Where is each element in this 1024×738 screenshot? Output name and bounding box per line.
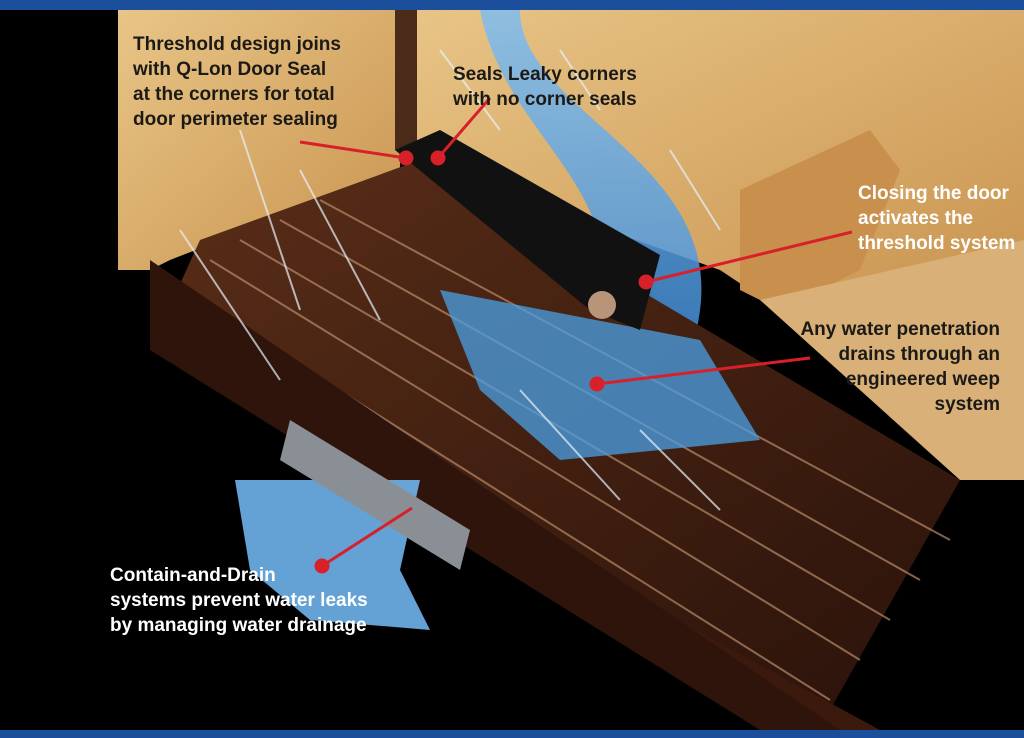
callout-line: Any water penetration — [800, 319, 1000, 340]
leader-closing — [645, 230, 853, 284]
callout-line: engineered weep — [845, 369, 1000, 390]
callout-line: with Q-Lon Door Seal — [133, 59, 327, 80]
callout-line: system — [934, 394, 1001, 415]
door-seal — [395, 130, 660, 330]
callout-contain-drain: Contain-and-Drain systems prevent water … — [110, 563, 368, 638]
seal-end — [588, 291, 616, 319]
door-jamb-left — [118, 10, 400, 270]
frame-border-bottom — [0, 730, 1024, 738]
threshold-illustration — [118, 10, 1024, 730]
leader-lines — [299, 97, 853, 574]
frame-border-top — [0, 0, 1024, 10]
callout-line: systems prevent water leaks — [110, 590, 368, 611]
callout-line: by managing water drainage — [110, 615, 367, 636]
callout-water-penetration: Any water penetration drains through an … — [800, 317, 1000, 417]
callout-leaky-corners: Seals Leaky corners with no corner seals — [453, 62, 637, 112]
callout-line: with no corner seals — [453, 89, 637, 110]
callout-line: activates the — [858, 208, 974, 229]
callout-line: Threshold design joins — [133, 34, 341, 55]
floor — [760, 240, 1024, 480]
leader-weep — [596, 356, 811, 386]
callout-line: Closing the door — [858, 183, 1009, 204]
callout-line: at the corners for total — [133, 84, 335, 105]
callout-line: drains through an — [838, 344, 1001, 365]
leader-corners — [436, 97, 492, 159]
callout-closing-door: Closing the door activates the threshold… — [858, 181, 1015, 256]
callout-line: threshold system — [858, 233, 1016, 254]
weep-cover — [280, 420, 470, 570]
door-bottom — [740, 130, 900, 310]
water-pool — [440, 290, 760, 460]
leader-threshold — [299, 140, 407, 160]
leader-drain — [321, 506, 413, 568]
callout-threshold-design: Threshold design joins with Q-Lon Door S… — [133, 32, 341, 132]
callout-line: Seals Leaky corners — [453, 64, 637, 85]
callout-line: Contain-and-Drain — [110, 565, 276, 586]
callout-line: door perimeter sealing — [133, 109, 338, 130]
weatherstrip — [395, 10, 417, 150]
